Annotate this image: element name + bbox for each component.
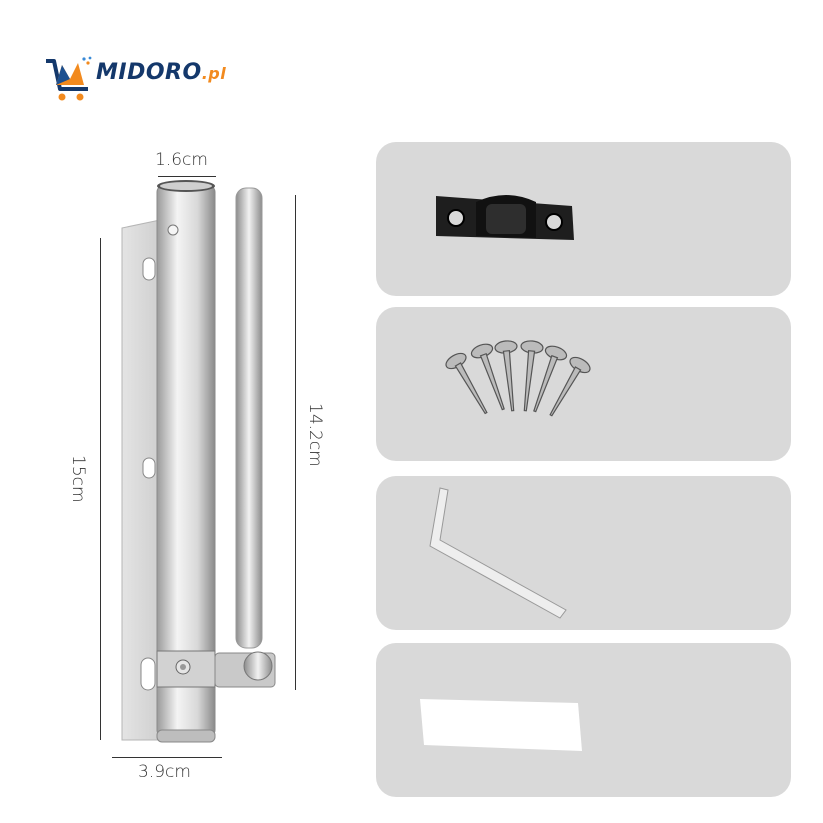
dimension-line-top <box>158 176 216 177</box>
adhesive-pad-image <box>420 699 582 751</box>
accessory-panel-strike-bracket <box>376 142 791 296</box>
dimension-line-arm <box>295 195 296 690</box>
accessory-panel-hex-key <box>376 476 791 630</box>
accessory-panel-adhesive-pad <box>376 643 791 797</box>
dimension-top-diameter: 1.6cm <box>155 150 208 170</box>
brand-name: MIDORO <box>96 60 202 85</box>
door-closer-image <box>121 180 276 743</box>
dimension-bottom-width: 3.9cm <box>138 762 191 782</box>
screws-image <box>445 340 591 417</box>
shopping-cart-icon <box>46 56 92 101</box>
dimension-line-bottom <box>112 757 222 758</box>
dimension-line-height <box>100 238 101 740</box>
accessory-panel-screws <box>376 307 791 461</box>
brand-logo: MIDORO.pl <box>44 55 244 107</box>
dimension-arm-length: 14.2cm <box>305 403 325 467</box>
brand-suffix: .pl <box>201 64 227 83</box>
hex-key-image <box>429 487 567 619</box>
strike-bracket-image <box>436 195 574 240</box>
door-closer-figure: 1.6cm 3.9cm 15cm 14.2cm <box>0 0 360 823</box>
brand-wordmark: MIDORO.pl <box>96 60 226 85</box>
dimension-total-height: 15cm <box>68 455 88 503</box>
